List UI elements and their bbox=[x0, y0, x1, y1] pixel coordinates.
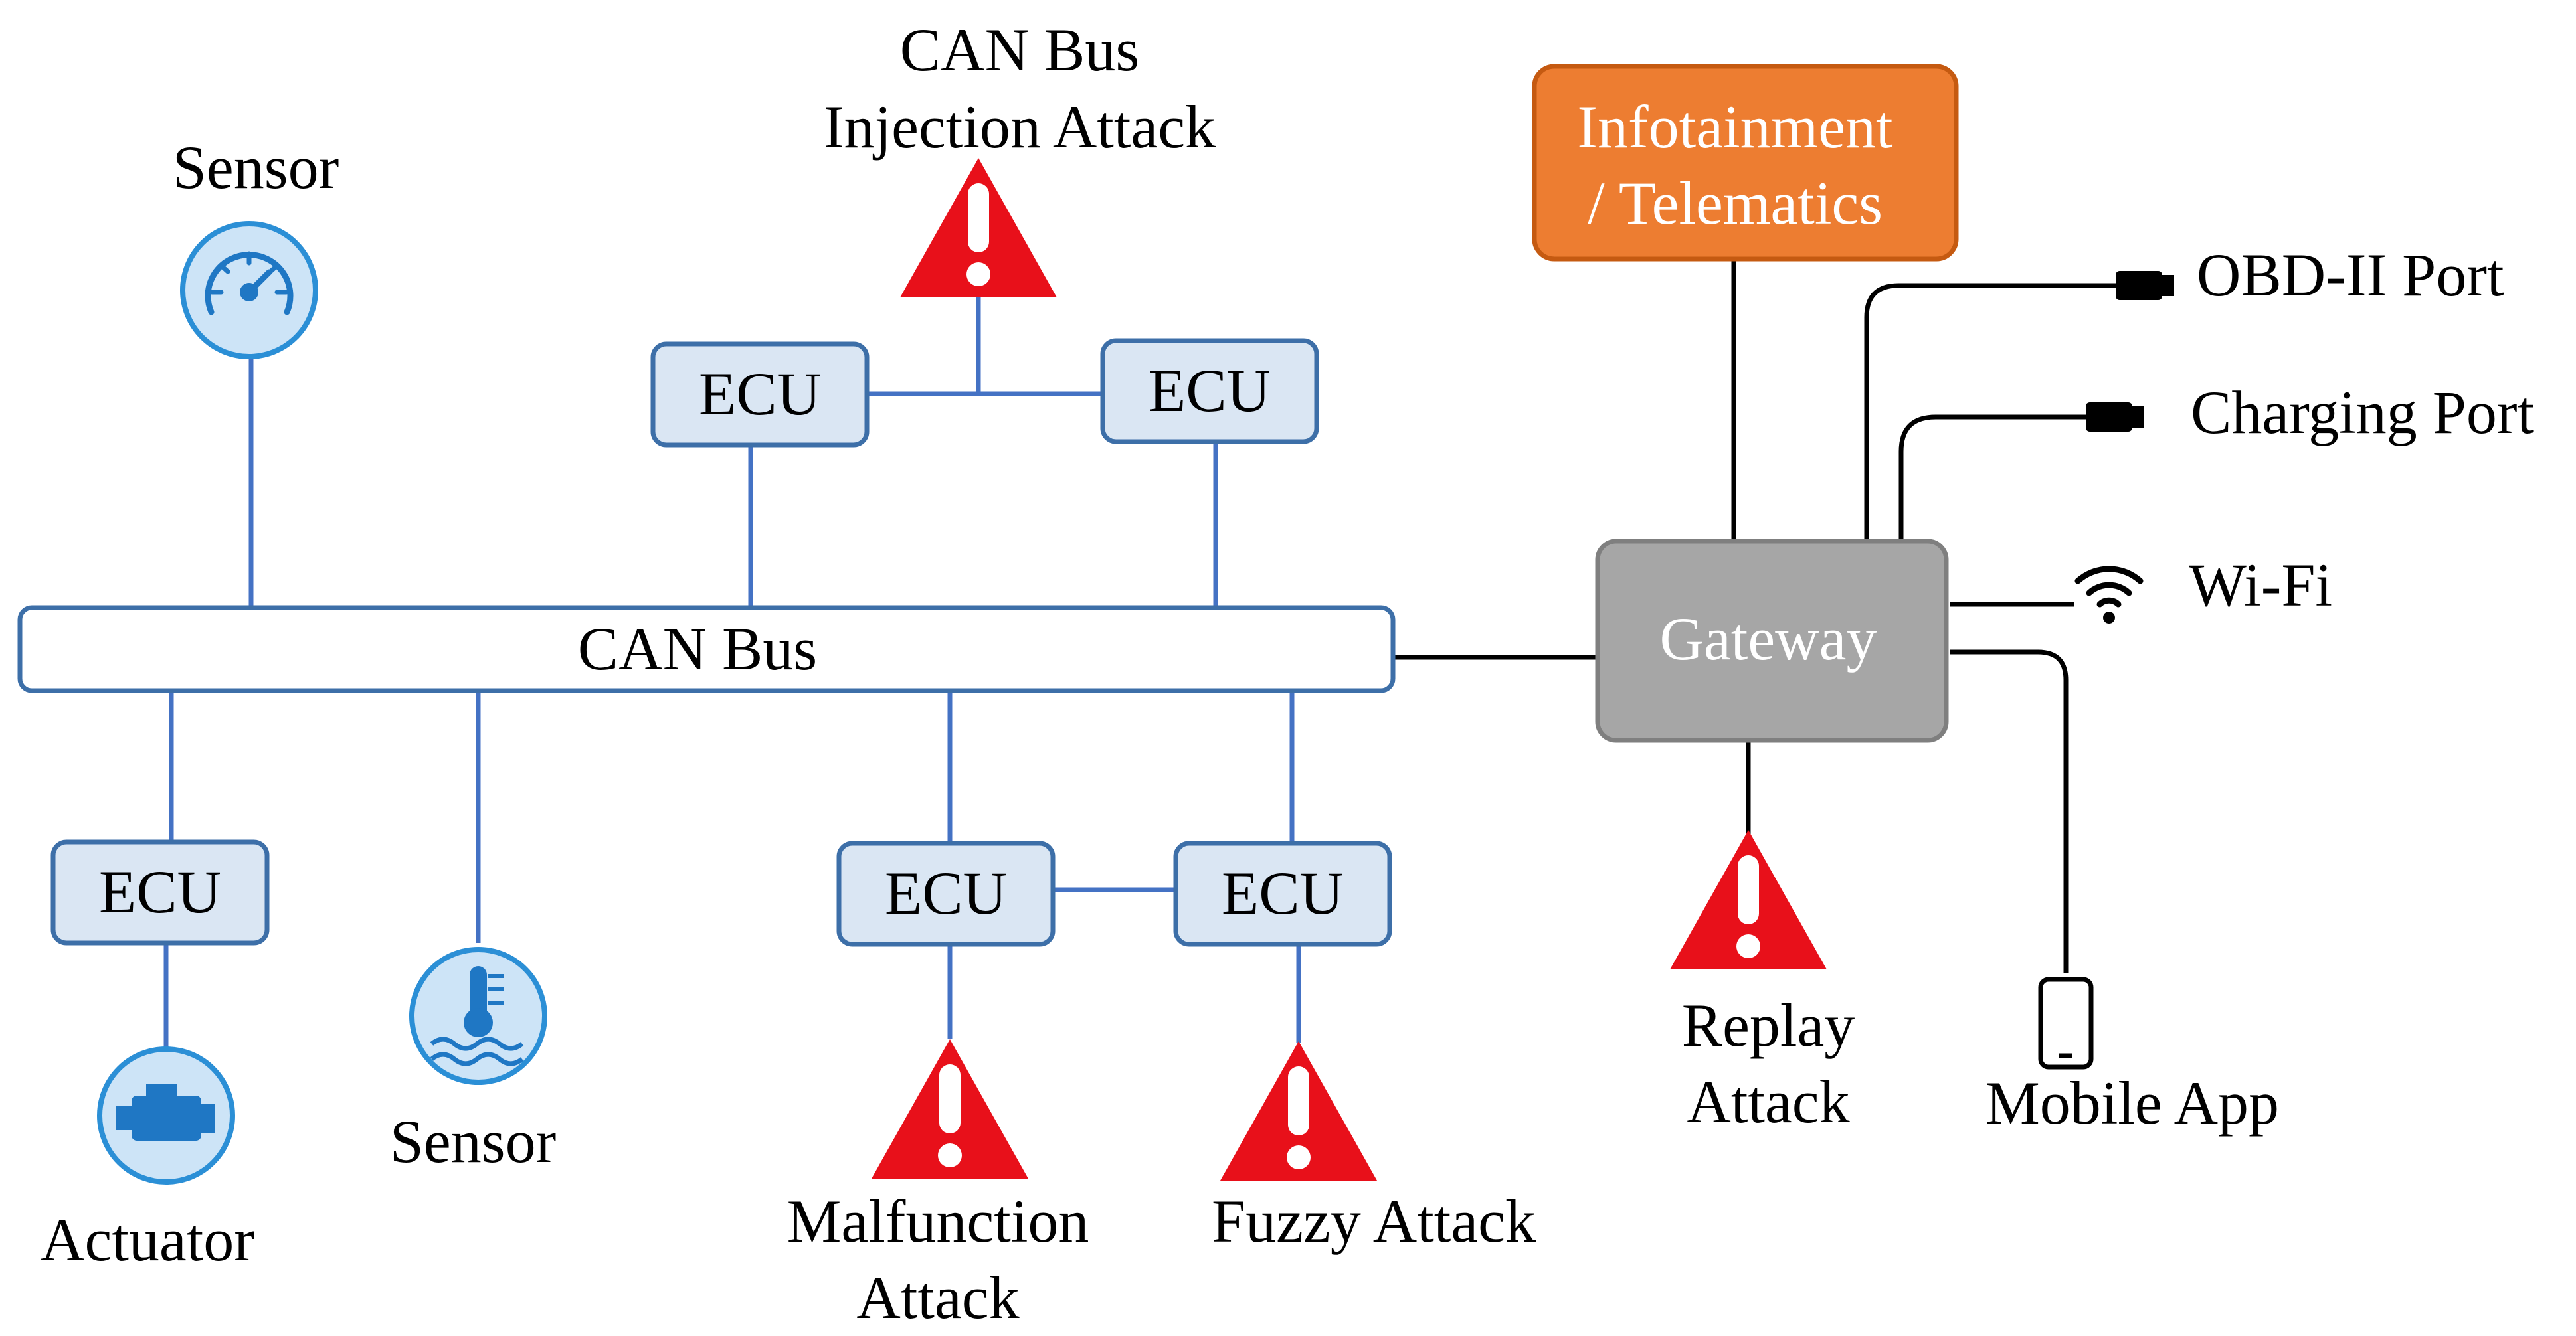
can-bus-label: CAN Bus bbox=[578, 615, 817, 683]
mobile-app-label: Mobile App bbox=[1985, 1069, 2279, 1137]
fuzzy-attack-label: Fuzzy Attack bbox=[1212, 1187, 1536, 1255]
actuator-label: Actuator bbox=[41, 1206, 254, 1274]
sensor-top-label: Sensor bbox=[173, 133, 339, 201]
ecu-bottom-mid: ECU bbox=[836, 841, 1056, 947]
injection-attack-warning-icon bbox=[900, 158, 1057, 297]
charging-port-label: Charging Port bbox=[2191, 378, 2535, 446]
fuzzy-attack-warning-icon bbox=[1220, 1041, 1377, 1181]
ecu-label: ECU bbox=[1222, 859, 1344, 927]
phone-icon bbox=[2038, 977, 2094, 1070]
malfunction-attack-label-line2: Attack bbox=[856, 1264, 1019, 1331]
engine-icon bbox=[97, 1046, 235, 1185]
infotainment-label-line1: Infotainment bbox=[1577, 93, 1893, 161]
injection-attack-label-line2: Injection Attack bbox=[824, 93, 1216, 161]
malfunction-attack-warning-icon bbox=[872, 1039, 1028, 1179]
temperature-icon bbox=[409, 947, 547, 1085]
gateway-connections bbox=[1395, 259, 2116, 973]
gateway-label: Gateway bbox=[1660, 605, 1877, 673]
infotainment-box: Infotainment / Telematics bbox=[1532, 64, 1959, 262]
ecu-bottom-left: ECU bbox=[50, 839, 270, 946]
ecu-top-left: ECU bbox=[650, 341, 870, 448]
wifi-label: Wi-Fi bbox=[2189, 551, 2332, 619]
obd-port-label: OBD-II Port bbox=[2197, 241, 2504, 309]
gateway-box: Gateway bbox=[1595, 539, 1949, 743]
injection-attack-label-line1: CAN Bus bbox=[900, 16, 1139, 84]
ecu-top-right: ECU bbox=[1100, 338, 1319, 444]
infotainment-label-line2: / Telematics bbox=[1588, 169, 1883, 237]
charging-connector-icon bbox=[2086, 402, 2144, 432]
ecu-bottom-right: ECU bbox=[1173, 841, 1392, 947]
ecu-label: ECU bbox=[699, 360, 821, 428]
obd-connector-icon bbox=[2116, 271, 2174, 300]
wifi-icon bbox=[2074, 566, 2144, 624]
replay-attack-warning-icon bbox=[1670, 830, 1827, 969]
speedometer-icon bbox=[180, 221, 318, 359]
can-bus-bar bbox=[17, 605, 1396, 693]
malfunction-attack-label-line1: Malfunction bbox=[787, 1187, 1089, 1255]
replay-attack-label-line1: Replay bbox=[1682, 991, 1855, 1059]
ecu-label: ECU bbox=[1149, 357, 1271, 424]
ecu-label: ECU bbox=[885, 859, 1007, 927]
bus-connections bbox=[163, 295, 1301, 1049]
sensor-bottom-label: Sensor bbox=[390, 1108, 556, 1175]
ecu-label: ECU bbox=[99, 858, 221, 926]
replay-attack-label-line2: Attack bbox=[1687, 1068, 1849, 1135]
